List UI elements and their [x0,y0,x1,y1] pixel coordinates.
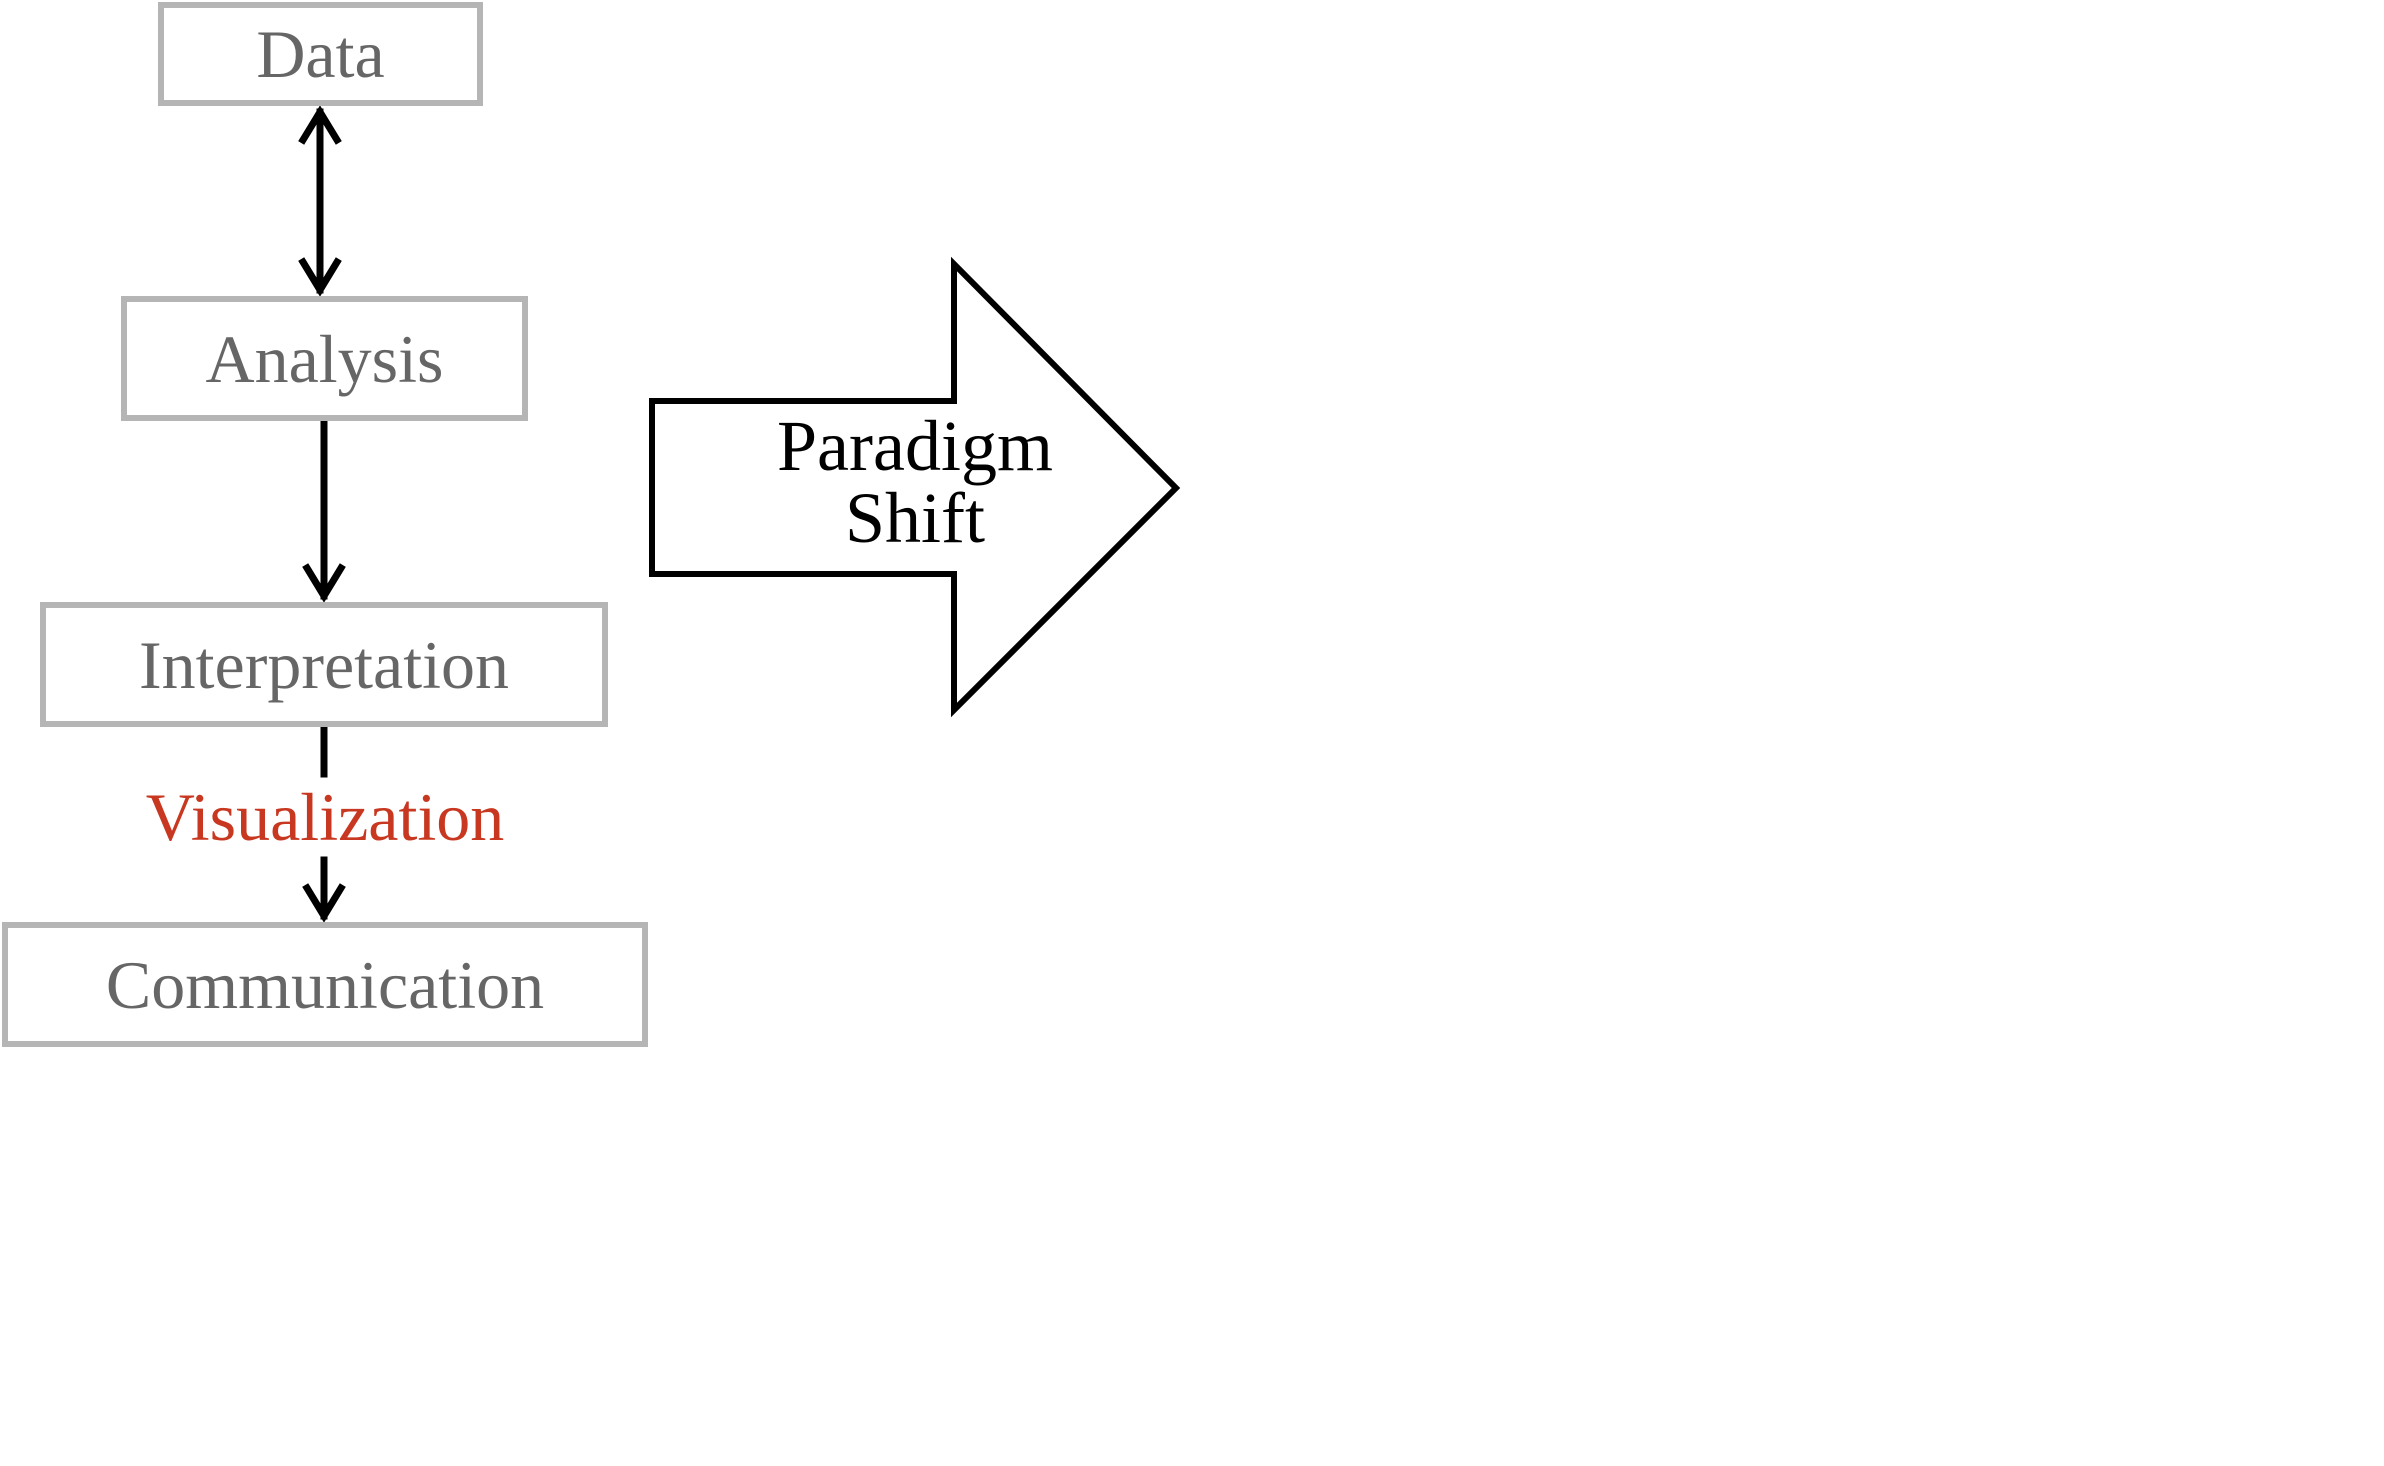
communication-step-box: Communication [2,922,648,1047]
data-step-box: Data [158,2,483,106]
data-analysis-bidirectional-arrow [298,105,342,297]
interpretation-step-label: Interpretation [138,626,510,703]
analysis-interpretation-arrow [302,420,346,603]
paradigm-shift-line2: Shift [844,478,986,558]
analysis-step-box: Analysis [121,296,528,421]
interpretation-communication-arrow [302,726,346,923]
visualization-label: Visualization [145,779,505,855]
paradigm-shift-label: Paradigm Shift [700,410,1130,554]
communication-step-label: Communication [105,946,545,1023]
paradigm-shift-line1: Paradigm [777,406,1053,486]
data-step-label: Data [256,16,385,92]
paradigm-shift-arrow [649,256,1181,718]
analysis-step-label: Analysis [205,320,444,397]
interpretation-step-box: Interpretation [40,602,608,727]
